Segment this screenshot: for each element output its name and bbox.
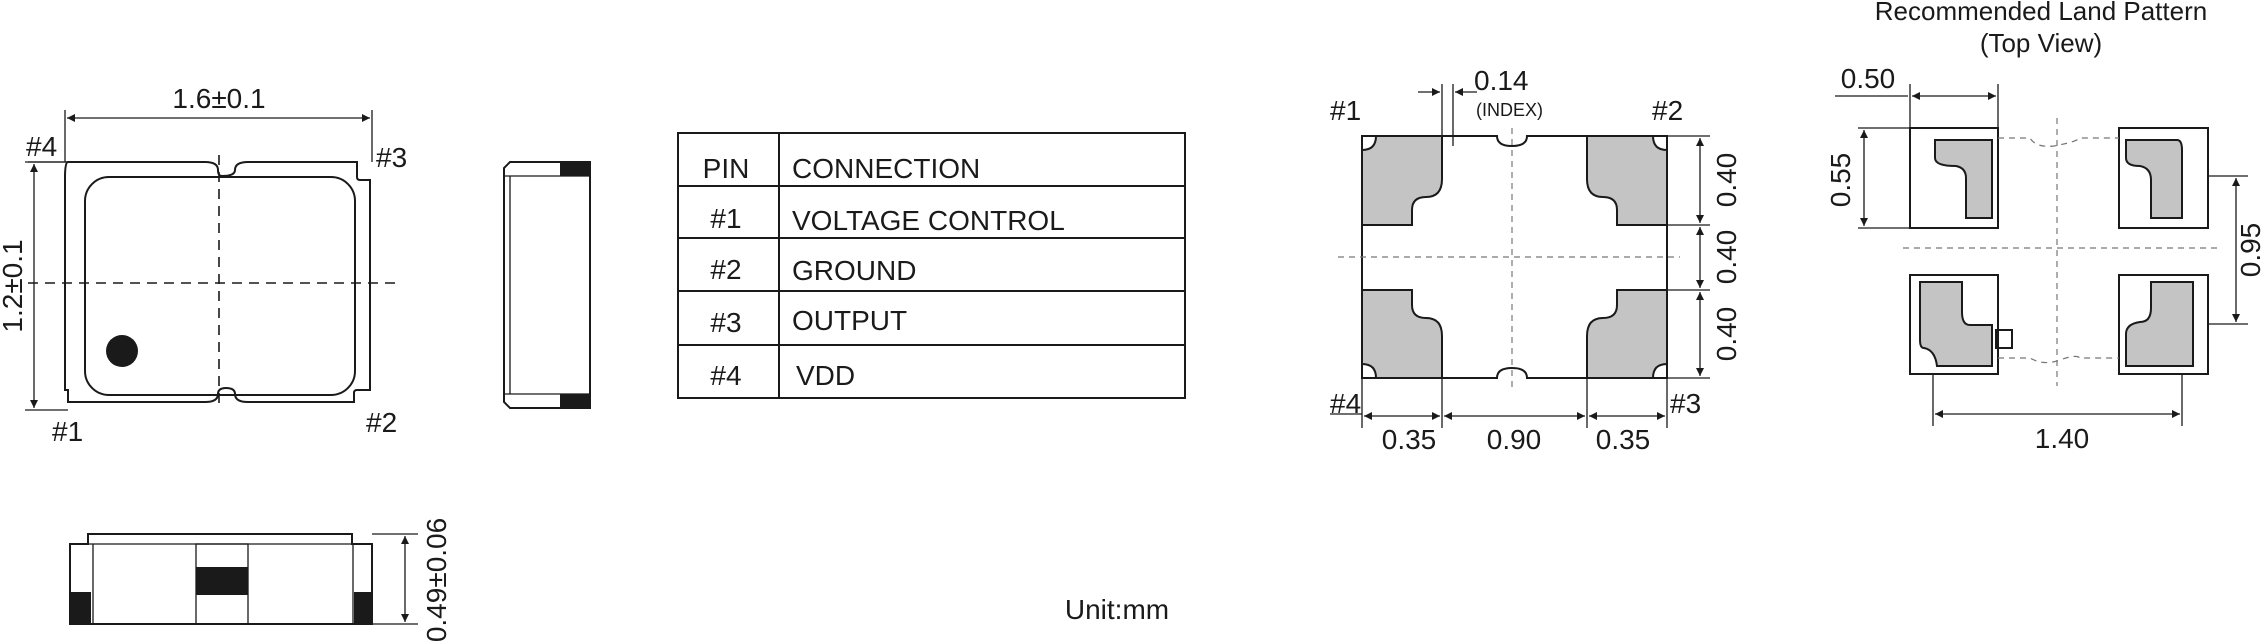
land-pad-4-tab (1995, 329, 2013, 349)
pad-height-dim-text: 0.40 (1711, 153, 1742, 208)
front-view-inner-outline (84, 176, 356, 396)
land-pad-3 (2125, 281, 2194, 367)
side-view-right-terminal (354, 592, 372, 624)
table-cell-pin: #3 (710, 307, 741, 338)
pad-height-dim-text: 0.40 (1711, 307, 1742, 362)
bottom-dim-text: 0.35 (1596, 424, 1651, 455)
front-view: 1.6±0.1 1.2±0.1 #4 #3 #1 #2 (0, 83, 407, 447)
pin-connection-table: PIN CONNECTION #1 VOLTAGE CONTROL #2 GRO… (677, 132, 1186, 399)
table-cell-connection: GROUND (792, 255, 916, 286)
index-label-text: (INDEX) (1476, 100, 1543, 120)
table-cell-pin: #2 (710, 254, 741, 285)
land-dim-pad-width: 0.50 (1841, 63, 1896, 94)
index-dimension-text: 0.14 (1474, 65, 1529, 96)
land-pad-frame-2 (2118, 127, 2209, 229)
front-view-outline (64, 161, 371, 403)
bottom-pad-4 (1361, 289, 1443, 379)
land-dim-pitch-horizontal: 1.40 (2035, 423, 2090, 454)
land-pad-4 (1919, 281, 1993, 367)
width-dimension-text: 1.6±0.1 (172, 83, 265, 114)
front-pin3-label: #3 (376, 142, 407, 173)
bottom-dim-text: 0.35 (1382, 424, 1437, 455)
land-pad-2 (2125, 139, 2183, 219)
side-view-top-terminal (560, 162, 590, 176)
bottom-view: 0.14 (INDEX) #1 #2 #4 #3 0.40 0.40 0.40 … (1330, 65, 1742, 455)
bottom-pad-1 (1361, 135, 1443, 226)
bottom-pin1-label: #1 (1330, 95, 1361, 126)
land-pattern-subtitle: (Top View) (1980, 28, 2102, 58)
land-pad-frame-1 (1909, 127, 1999, 229)
land-pad-frame-4 (1909, 274, 1999, 375)
front-pin4-label: #4 (26, 131, 57, 162)
height-dimension-text: 1.2±0.1 (0, 239, 28, 332)
side-view-vertical (503, 161, 591, 409)
side-view-left-terminal (71, 592, 91, 624)
side-view-horizontal: 0.49±0.06 (69, 518, 452, 642)
table-cell-connection: VOLTAGE CONTROL (792, 205, 1065, 236)
thickness-dimension-text: 0.49±0.06 (421, 518, 452, 642)
table-header-connection: CONNECTION (792, 153, 980, 184)
land-dim-pad-height: 0.55 (1825, 153, 1856, 208)
table-cell-pin: #1 (710, 203, 741, 234)
bottom-pad-3 (1586, 289, 1668, 379)
land-dim-pitch-vertical: 0.95 (2235, 223, 2266, 278)
table-cell-pin: #4 (710, 360, 741, 391)
table-cell-connection: VDD (796, 360, 855, 391)
land-pad-1 (1934, 139, 1993, 219)
land-part-outline (1903, 118, 2222, 386)
table-cell-connection: OUTPUT (792, 305, 907, 336)
bottom-pin2-label: #2 (1652, 95, 1683, 126)
side-view-center-terminal (196, 567, 248, 595)
front-pin2-label: #2 (366, 407, 397, 438)
unit-label: Unit:mm (1065, 594, 1169, 625)
bottom-dim-text: 0.90 (1487, 424, 1542, 455)
table-header-pin: PIN (703, 153, 750, 184)
bottom-pin3-label: #3 (1670, 388, 1701, 419)
pad-gap-dim-text: 0.40 (1711, 230, 1742, 285)
land-pattern-title: Recommended Land Pattern (1875, 0, 2207, 26)
land-pattern-view: Recommended Land Pattern (Top View) 0.50… (1825, 0, 2266, 454)
pin1-marker-dot (106, 335, 138, 367)
table-frame (677, 132, 1186, 399)
side-view-bottom-terminal (560, 394, 590, 408)
bottom-pad-2 (1586, 135, 1668, 226)
side-view-vertical-outline (503, 161, 591, 409)
front-pin1-label: #1 (52, 416, 83, 447)
